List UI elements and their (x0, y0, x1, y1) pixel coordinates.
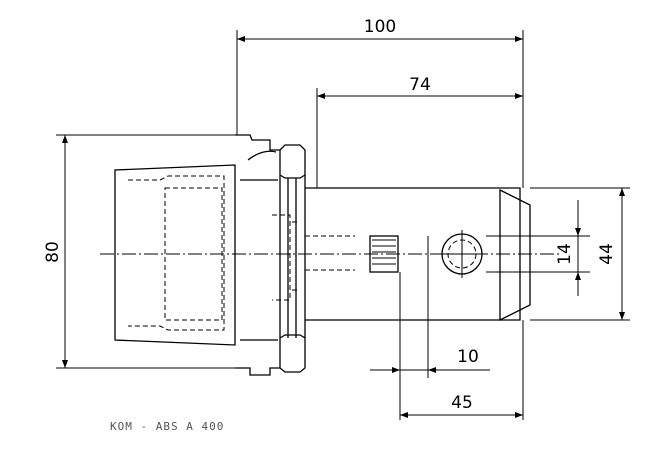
dim-74-label: 74 (409, 75, 431, 95)
dim-45-label: 45 (451, 393, 473, 413)
dim-44-label: 44 (597, 243, 617, 265)
part-caption: KOM - ABS A 400 (110, 420, 224, 433)
dimension-screw-position: 45 (400, 320, 524, 420)
dim-80-label: 80 (43, 241, 63, 263)
dimension-shank-length: 74 (316, 75, 523, 188)
tool-holder-body (114, 134, 531, 376)
dim-100-label: 100 (364, 17, 396, 37)
dim-10-label: 10 (457, 347, 479, 367)
dim-14-label: 14 (555, 243, 575, 265)
dimension-flange-diameter: 80 (43, 134, 237, 369)
dimension-bore-diameter: 14 (530, 200, 590, 296)
dimension-overall-length: 100 (236, 17, 524, 188)
dimension-body-diameter: 44 (530, 187, 630, 321)
dimension-screw-offset: 10 (370, 236, 490, 420)
